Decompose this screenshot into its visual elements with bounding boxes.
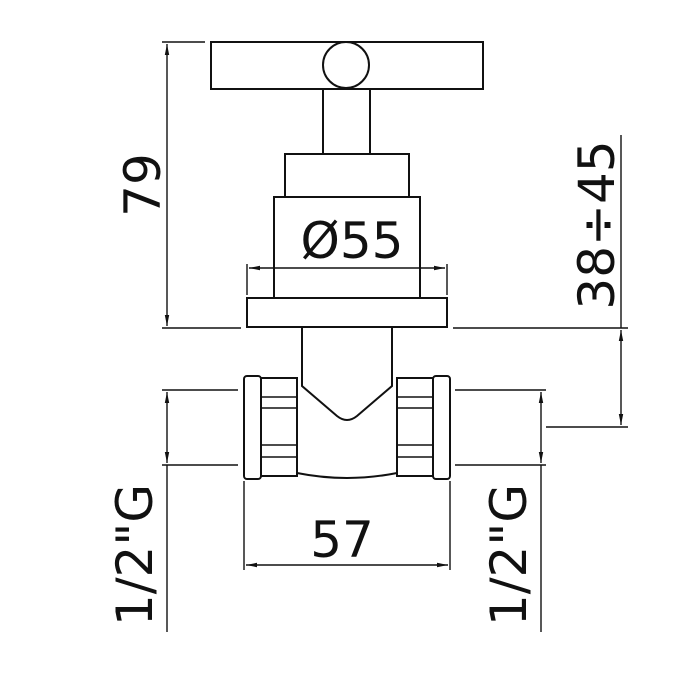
dimension-left-connection bbox=[162, 389, 238, 632]
dimension-diameter bbox=[246, 264, 448, 295]
label-left-connection: 1/2"G bbox=[106, 484, 164, 626]
left-union-nut bbox=[243, 375, 298, 480]
dimension-right-connection bbox=[455, 389, 546, 632]
dimension-total-height bbox=[162, 41, 241, 329]
upper-collar bbox=[284, 153, 410, 198]
label-diameter: Ø55 bbox=[301, 212, 404, 270]
dimension-body-width bbox=[243, 481, 451, 570]
label-right-connection: 1/2"G bbox=[480, 484, 538, 626]
base-plate bbox=[246, 297, 448, 328]
label-body-width: 57 bbox=[310, 511, 374, 569]
valve-stem bbox=[301, 327, 393, 421]
valve-body-bottom bbox=[296, 472, 398, 479]
cross-handle bbox=[210, 41, 484, 154]
label-wall-depth: 38÷45 bbox=[568, 140, 626, 309]
dimension-wall-depth bbox=[453, 135, 628, 428]
label-total-height: 79 bbox=[114, 153, 172, 217]
right-union-nut bbox=[396, 375, 451, 480]
